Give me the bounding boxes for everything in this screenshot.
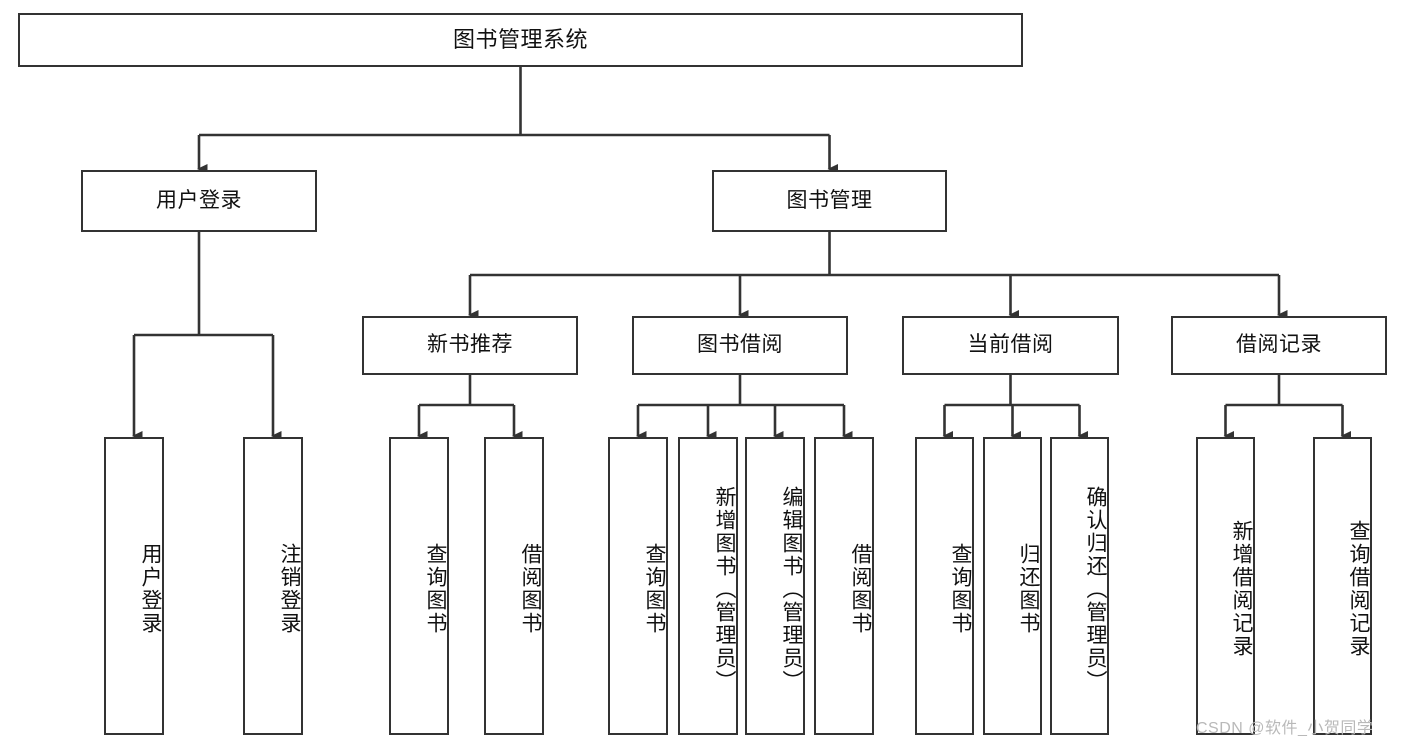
node-leaf-return[interactable]: 归还图书	[983, 437, 1042, 735]
node-leaf-edit-book[interactable]: 编辑图书（管理员）	[745, 437, 805, 735]
node-new-book-rec[interactable]: 新书推荐	[362, 316, 578, 375]
node-label: 借阅记录	[1236, 333, 1322, 357]
node-label: 用户登录	[156, 188, 242, 212]
node-label: 归还图书	[1017, 543, 1040, 635]
node-label: 用户登录	[139, 543, 162, 635]
node-label: 当前借阅	[967, 333, 1054, 357]
node-leaf-borrow-1[interactable]: 借阅图书	[484, 437, 544, 735]
node-label: 借阅图书	[849, 543, 872, 635]
node-label: 新增图书（管理员）	[713, 485, 736, 693]
node-leaf-query-3[interactable]: 查询图书	[915, 437, 974, 735]
node-user-login[interactable]: 用户登录	[81, 170, 317, 232]
node-root[interactable]: 图书管理系统	[18, 13, 1023, 67]
node-label: 查询借阅记录	[1347, 520, 1370, 658]
node-label: 查询图书	[949, 543, 972, 635]
node-label: 借阅图书	[519, 543, 542, 635]
node-leaf-borrow-2[interactable]: 借阅图书	[814, 437, 874, 735]
node-current-borrow[interactable]: 当前借阅	[902, 316, 1119, 375]
node-label: 编辑图书（管理员）	[780, 485, 803, 693]
node-label: 新书推荐	[427, 333, 513, 357]
node-label: 图书管理系统	[452, 27, 588, 53]
node-leaf-logout[interactable]: 注销登录	[243, 437, 303, 735]
node-leaf-confirm[interactable]: 确认归还（管理员）	[1050, 437, 1109, 735]
node-label: 图书借阅	[697, 333, 783, 357]
edge-paths	[132, 67, 1351, 441]
node-leaf-add-rec[interactable]: 新增借阅记录	[1196, 437, 1255, 735]
node-book-manage[interactable]: 图书管理	[712, 170, 947, 232]
node-label: 确认归还（管理员）	[1084, 485, 1107, 693]
node-label: 注销登录	[278, 543, 301, 635]
node-book-borrow[interactable]: 图书借阅	[632, 316, 848, 375]
csdn-watermark: CSDN @软件_小贺同学	[1196, 720, 1374, 737]
node-label: 查询图书	[424, 543, 447, 635]
node-leaf-query-rec[interactable]: 查询借阅记录	[1313, 437, 1372, 735]
node-leaf-query-2[interactable]: 查询图书	[608, 437, 668, 735]
node-leaf-user-login[interactable]: 用户登录	[104, 437, 164, 735]
node-label: 图书管理	[786, 188, 873, 212]
node-label: 新增借阅记录	[1230, 520, 1253, 658]
node-leaf-query-1[interactable]: 查询图书	[389, 437, 449, 735]
node-leaf-add-book[interactable]: 新增图书（管理员）	[678, 437, 738, 735]
node-borrow-record[interactable]: 借阅记录	[1171, 316, 1387, 375]
node-label: 查询图书	[643, 543, 666, 635]
